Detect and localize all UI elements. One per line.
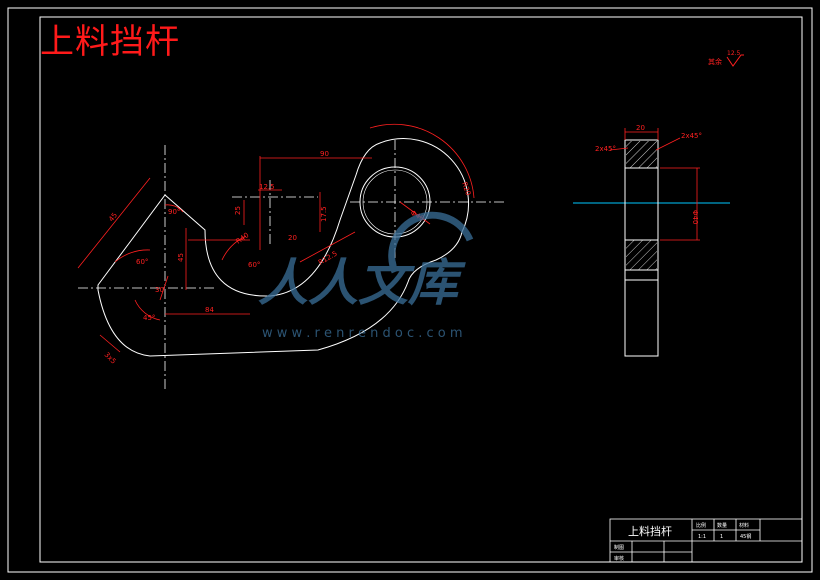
hatch-top [626,141,657,168]
watermark-brand: 人人文库 [258,254,466,312]
title-block-v2: 1 [720,534,723,540]
drawing-title: 上料挡杆 [40,22,180,62]
dim-3x5: 3x5 [103,351,118,366]
side-width: 20 [636,124,645,132]
dim-30: 30 [155,286,164,294]
dim-45: 45 [177,253,185,262]
watermark: 人人文库 w w w . r e n r e n d o c . c o m [258,211,474,341]
dim-84: 84 [205,306,214,314]
roughness-triangle-icon [726,54,744,67]
title-block-texts: 上料挡杆 比例 数量 材料 1:1 1 45钢 制图 审核 [614,522,751,562]
roughness-value: 12.5 [727,50,741,57]
side-dimension-texts: 20 2x45° 2x45° Φ40 [595,124,702,224]
title-block-r2: 审核 [614,555,624,562]
roughness-symbol: 其余 12.5 [708,50,744,67]
dim-45b: 45 [107,211,119,223]
title-block-v1: 1:1 [698,534,706,540]
side-bore: Φ40 [691,210,699,224]
roughness-label: 其余 [708,57,722,66]
dim-angle-45: 45° [143,314,155,322]
title-block-name: 上料挡杆 [628,524,672,538]
dim-angle-90: 90° [168,208,180,216]
side-dimension-lines [609,128,700,241]
side-view: 20 2x45° 2x45° Φ40 [573,124,730,357]
dim-angle-60: 60° [136,258,148,266]
title-block-r1: 制图 [614,544,624,551]
title-block-h1: 比例 [696,522,706,529]
dim-90: 90 [320,150,329,158]
outer-border [7,7,813,573]
title-block-h3: 材料 [739,522,749,529]
dim-20: 20 [288,234,297,242]
dim-R40: R40 [235,231,251,245]
side-chamfer-1: 2x45° [595,145,616,153]
hatch-bottom [626,240,657,270]
dim-17-5: 17.5 [320,206,328,222]
title-block [609,518,803,563]
inner-frame [39,16,803,563]
dim-angle-60b: 60° [248,261,260,269]
title-block-v3: 45钢 [740,533,751,540]
title-block-h2: 数量 [717,522,727,529]
part-outline [97,138,469,357]
watermark-logo-icon [388,211,474,274]
watermark-url: w w w . r e n r e n d o c . c o m [262,326,463,341]
dim-12-5: 12.5 [259,183,275,191]
dimension-lines [77,123,475,353]
side-chamfer-2: 2x45° [681,132,702,140]
dim-25: 25 [234,206,242,215]
dim-R20: R20 [460,181,472,197]
